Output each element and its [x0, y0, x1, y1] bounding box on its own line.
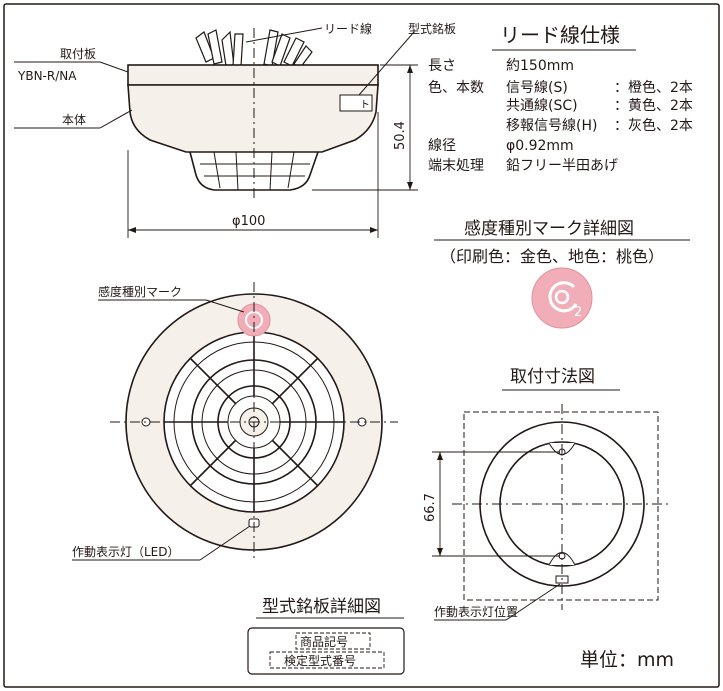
mark-symbol-icon: [548, 281, 578, 313]
spec-diameter-value: φ0.92mm: [506, 138, 574, 154]
nameplate-box: [339, 94, 373, 112]
spec-transfer-color: ：灰色、2本: [614, 117, 693, 134]
mount-dims-title: 取付寸法図: [510, 367, 595, 387]
nameplate-callout: 型式銘板: [408, 21, 456, 36]
side-view: ト リード線 型式銘板 取付板 YBN-R/NA 本体 φ100 5: [14, 21, 456, 238]
mark-detail-title: 感度種別マーク詳細図: [464, 219, 634, 239]
svg-text:ト: ト: [360, 100, 370, 111]
nameplate-detail-title: 型式銘板詳細図: [262, 597, 381, 617]
width-dimension: φ100: [232, 214, 265, 229]
spec-length-label: 長さ: [428, 58, 456, 74]
mark-callout-label: 感度種別マーク: [98, 284, 182, 299]
mark-subscript: 2: [574, 305, 582, 320]
mounting-plate-callout: 取付板: [60, 47, 96, 61]
mount-dim-value: 66.7: [423, 493, 438, 522]
spec-terminal-value: 鉛フリー半田あげ: [506, 158, 618, 174]
lead-wires: [195, 29, 313, 69]
sensitivity-mark-large: [531, 267, 593, 329]
spec-common-wire: 共通線(SC): [506, 98, 578, 114]
main-body-callout: 本体: [62, 113, 86, 127]
led-callout-label: 作動表示灯（LED）: [72, 545, 180, 559]
lead-wire-callout: リード線: [324, 21, 372, 36]
nameplate-line2: 検定型式番号: [284, 653, 356, 668]
lead-spec-title: リード線仕様: [500, 23, 620, 47]
spec-diameter-label: 線径: [428, 138, 456, 154]
nameplate-line1: 商品記号: [300, 634, 348, 649]
lead-spec: リード線仕様 長さ 約150mm 色、本数 信号線(S) ：橙色、2本 共通線(…: [428, 23, 693, 174]
mark-detail: 感度種別マーク詳細図 （印刷色：金色、地色：桃色） 2: [434, 219, 690, 329]
mount-box: [463, 411, 659, 601]
mount-dimensions: 取付寸法図 66.7 作動表示灯位置: [423, 367, 672, 621]
drawing-border: [3, 3, 720, 688]
main-body: [127, 84, 379, 153]
mark-detail-subtitle: （印刷色：金色、地色：桃色）: [440, 247, 664, 266]
unit-label: 単位：mm: [580, 649, 674, 671]
spec-transfer-wire: 移報信号線(H): [506, 118, 597, 134]
spec-length-value: 約150mm: [506, 58, 574, 74]
spec-terminal-label: 端末処理: [428, 158, 484, 174]
top-view: 感度種別マーク 作動表示灯（LED）: [72, 282, 398, 561]
nameplate-detail: 型式銘板詳細図 商品記号 検定型式番号: [247, 597, 405, 675]
led-position-label: 作動表示灯位置: [434, 604, 518, 619]
nameplate-outline: [247, 627, 405, 675]
spec-color-label: 色、本数: [428, 79, 484, 96]
height-dimension: 50.4: [393, 121, 408, 150]
mounting-plate: [127, 64, 379, 86]
spec-signal-wire: 信号線(S): [506, 80, 568, 96]
detector-cage: [189, 151, 319, 191]
model-number: YBN-R/NA: [17, 69, 77, 83]
spec-signal-color: ：橙色、2本: [614, 79, 693, 96]
spec-common-color: ：黄色、2本: [614, 97, 693, 114]
